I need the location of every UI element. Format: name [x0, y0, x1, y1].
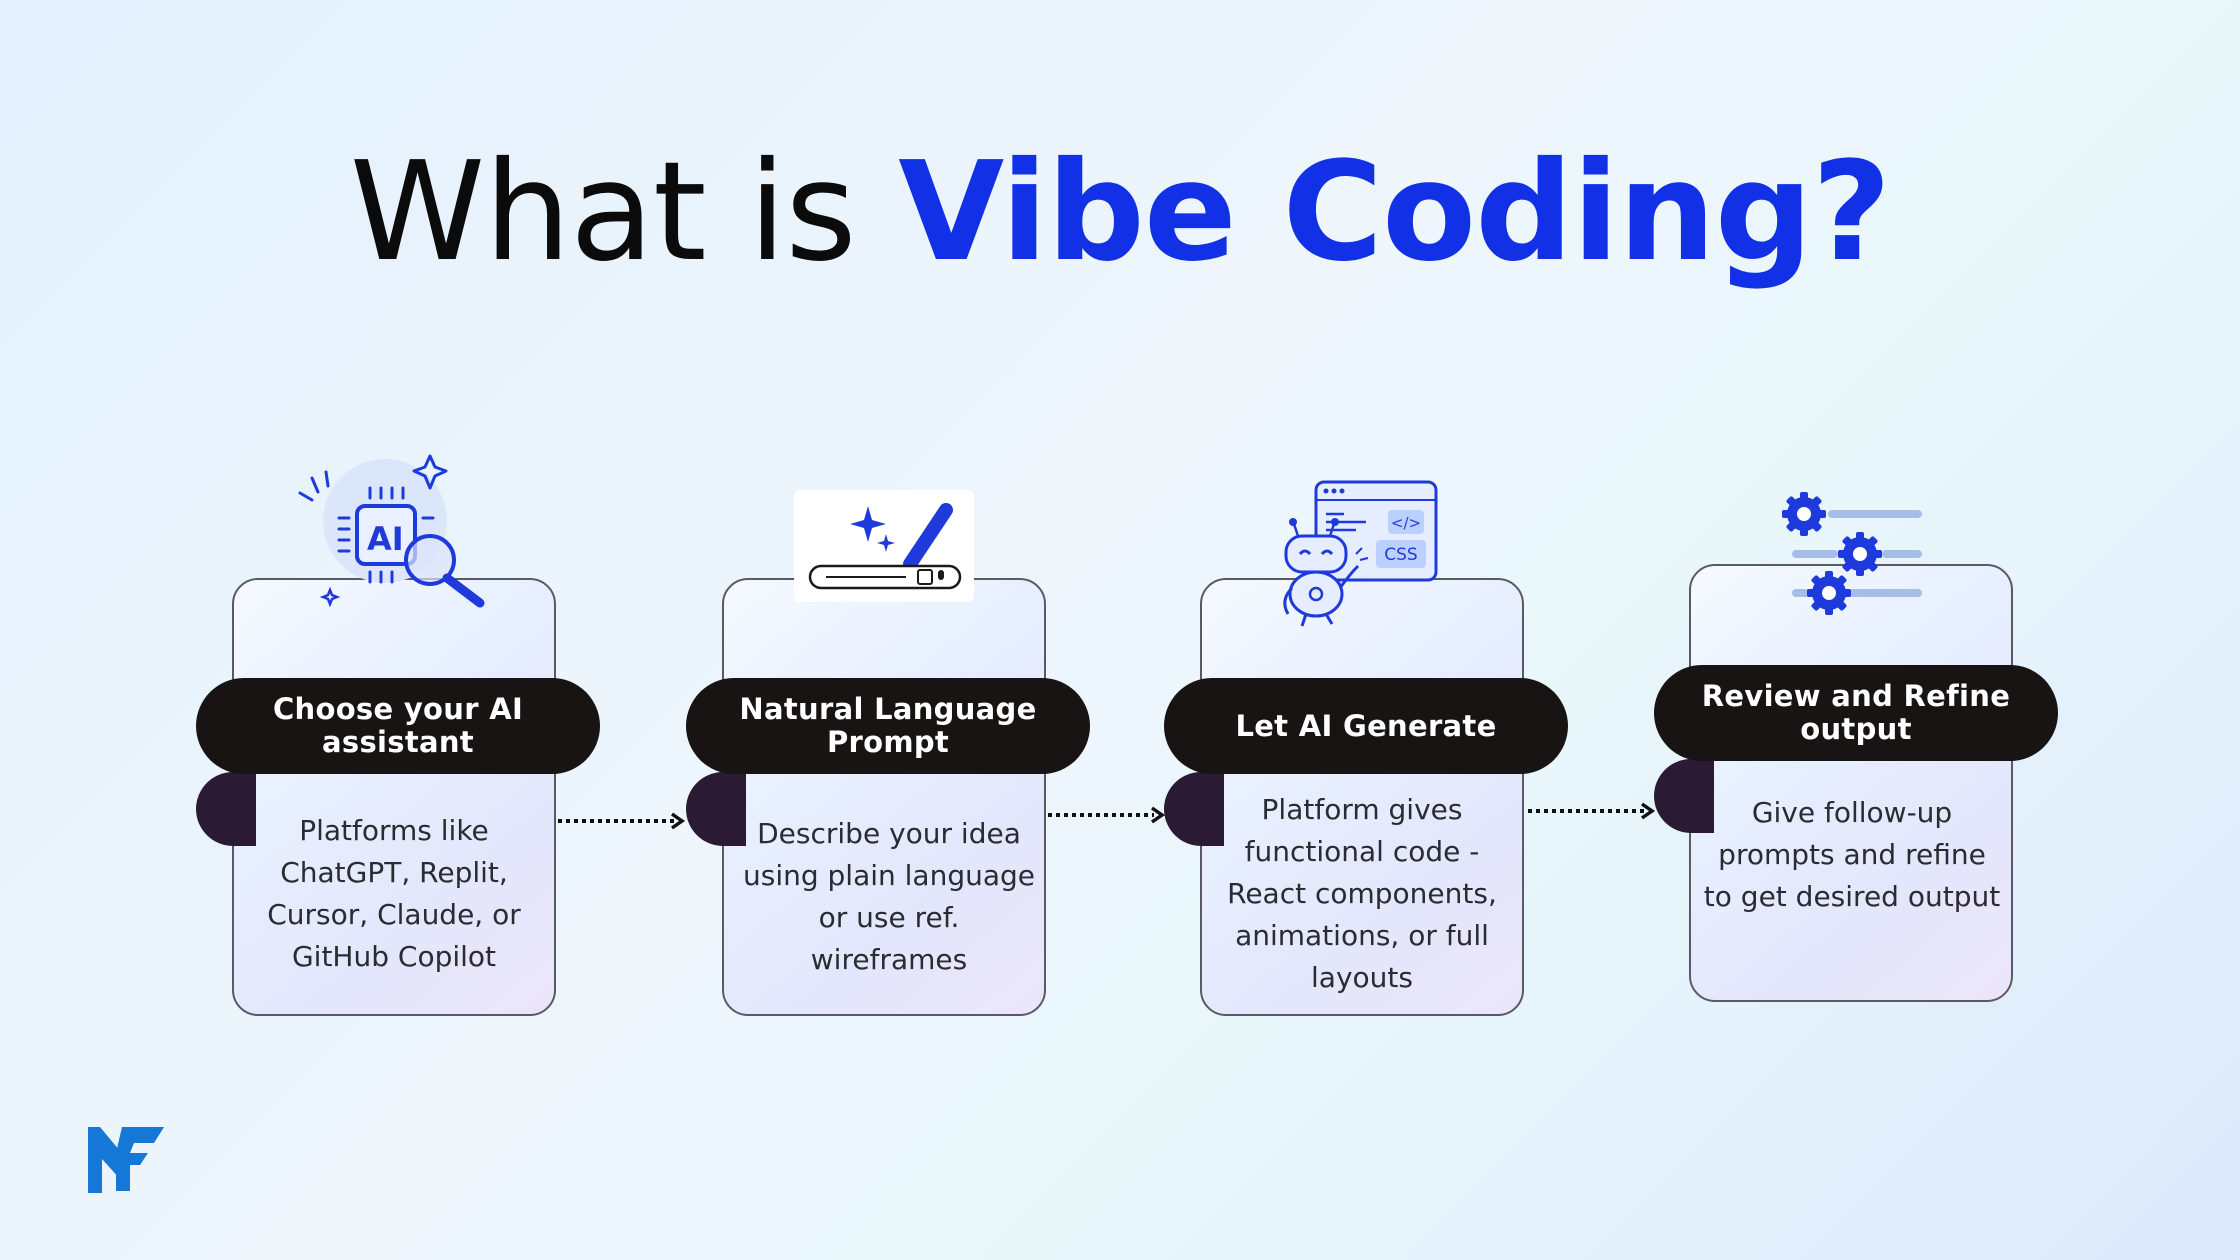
- page-title: What is Vibe Coding?: [0, 125, 2240, 300]
- banner-fold: [1164, 772, 1224, 846]
- card-body: [1689, 564, 2013, 1002]
- step-description: Describe your idea using plain language …: [742, 817, 1036, 976]
- step-description: Give follow-up prompts and refine to get…: [1703, 796, 2001, 913]
- card-body: [1200, 578, 1524, 1016]
- title-highlight: Vibe Coding?: [898, 133, 1891, 292]
- banner-fold: [686, 772, 746, 846]
- code-tag-label: </>: [1391, 514, 1421, 532]
- flow-arrow: [1048, 806, 1166, 824]
- step-heading: Natural Language Prompt: [686, 678, 1090, 774]
- brand-logo: [88, 1127, 164, 1193]
- banner-fold: [196, 772, 256, 846]
- chip-label: AI: [367, 520, 404, 558]
- step-heading: Choose your AI assistant: [196, 678, 600, 774]
- title-prefix: What is: [349, 133, 857, 292]
- settings-gears-icon: [1782, 492, 1922, 615]
- robot-code-icon: </> CSS: [1283, 480, 1438, 627]
- card-body: [232, 578, 556, 1016]
- flow-arrow: [558, 812, 686, 830]
- step-heading: Let AI Generate: [1164, 678, 1568, 774]
- ai-chip-icon: AI: [298, 454, 485, 608]
- css-tag-label: CSS: [1384, 545, 1417, 565]
- banner-fold: [1654, 759, 1714, 833]
- flow-arrow: [1528, 802, 1656, 820]
- step-description: Platform gives functional code - React c…: [1227, 793, 1497, 994]
- step-heading: Review and Refine output: [1654, 665, 2058, 761]
- prompt-pen-icon: [794, 490, 974, 602]
- step-description: Platforms like ChatGPT, Replit, Cursor, …: [267, 814, 521, 973]
